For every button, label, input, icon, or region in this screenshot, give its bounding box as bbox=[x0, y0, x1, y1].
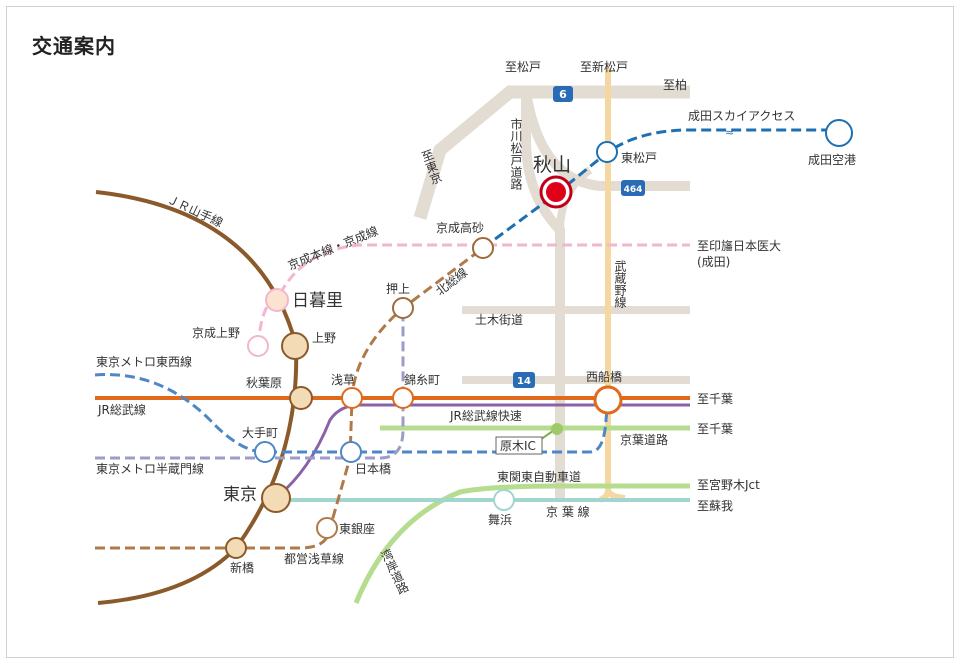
marker-otemachi bbox=[254, 441, 276, 463]
label-nishifunabashi: 西船橋 bbox=[586, 370, 622, 384]
marker-akiyama bbox=[546, 182, 566, 202]
route-14-shield: 14 bbox=[513, 372, 535, 388]
label-keisei-takasago: 京成高砂 bbox=[436, 220, 484, 235]
label-tokyo: 東京 bbox=[223, 485, 257, 505]
label-oshiage: 押上 bbox=[386, 282, 410, 296]
label-akihabara: 秋葉原 bbox=[246, 376, 282, 390]
label-tokiwa-kaido: 土木街道 bbox=[475, 313, 523, 327]
label-keisei-main: 京成本線・京成線 bbox=[286, 223, 381, 273]
baraki-ic-box bbox=[495, 436, 543, 455]
label-ichikawa-matsudo: 市川松戸道路 bbox=[509, 117, 523, 191]
label-asakusa-line: 都営浅草線 bbox=[284, 551, 344, 566]
marker-ueno bbox=[281, 332, 309, 360]
label-nihonbashi: 日本橋 bbox=[355, 462, 391, 476]
label-keisei-ueno: 京成上野 bbox=[192, 326, 240, 340]
label-to-soga: 至蘇我 bbox=[697, 499, 733, 513]
yamanote-line bbox=[95, 190, 299, 605]
label-to-chiba-2: 至千葉 bbox=[697, 422, 733, 436]
label-kinshicho: 錦糸町 bbox=[404, 372, 440, 387]
marker-oshiage bbox=[392, 297, 414, 319]
marker-narita-airport bbox=[825, 119, 853, 147]
marker-baraki-ic bbox=[551, 423, 563, 435]
label-higashi-matsudo: 東松戸 bbox=[621, 151, 657, 165]
marker-shinbashi bbox=[225, 537, 247, 559]
label-keiyo-doro: 京葉道路 bbox=[620, 432, 668, 447]
label-sobu: JR総武線 bbox=[97, 402, 146, 417]
label-wangan: 湾岸道路 bbox=[377, 546, 411, 597]
wave-icon: ≈ bbox=[725, 126, 734, 139]
label-to-chiba-1: 至千葉 bbox=[697, 392, 733, 406]
label-to-shin-matsudo: 至新松戸 bbox=[580, 59, 628, 74]
label-akiyama: 秋山 bbox=[533, 154, 571, 176]
label-ueno: 上野 bbox=[312, 331, 336, 345]
label-narita-airport: 成田空港 bbox=[808, 153, 856, 167]
label-higashi-ginza: 東銀座 bbox=[339, 521, 375, 536]
label-to-kashiwa: 至柏 bbox=[663, 77, 687, 92]
label-otemachi: 大手町 bbox=[242, 426, 278, 440]
label-musashino: 武蔵野線 bbox=[613, 260, 627, 308]
marker-maihama bbox=[493, 489, 515, 511]
label-to-inba-sub: (成田) bbox=[697, 255, 730, 269]
marker-tokyo bbox=[261, 483, 291, 513]
label-shinbashi: 新橋 bbox=[230, 560, 254, 575]
label-keiyo: 京 葉 線 bbox=[546, 504, 590, 519]
label-sky-access: 成田スカイアクセス bbox=[688, 109, 795, 123]
route-464-label: 464 bbox=[624, 185, 643, 195]
road-east-branch bbox=[521, 91, 690, 191]
label-baraki-ic: 原木IC bbox=[500, 439, 536, 453]
label-sobu-rapid: JR総武線快速 bbox=[449, 408, 522, 423]
labels: 秋山 東松戸 成田空港 成田スカイアクセス 京成高砂 押上 日暮里 京成上野 上… bbox=[96, 59, 856, 597]
road-to-tokyo bbox=[413, 85, 690, 220]
tozai-line bbox=[94, 373, 610, 454]
marker-nishifunabashi bbox=[593, 385, 623, 415]
label-nippori: 日暮里 bbox=[292, 291, 343, 311]
roads bbox=[413, 85, 690, 500]
label-to-miyanogi: 至宮野木Jct bbox=[697, 477, 760, 492]
marker-kinshicho bbox=[392, 387, 414, 409]
label-hanzomon: 東京メトロ半蔵門線 bbox=[96, 461, 204, 476]
marker-nihonbashi bbox=[340, 441, 362, 463]
label-to-matsudo: 至松戸 bbox=[505, 60, 541, 74]
route-464-shield: 464 bbox=[621, 180, 645, 196]
label-maihama: 舞浜 bbox=[488, 513, 512, 527]
marker-nippori bbox=[265, 288, 289, 312]
station-markers bbox=[225, 119, 853, 559]
marker-asakusa bbox=[341, 387, 363, 409]
label-to-inba: 至印旛日本医大 bbox=[697, 238, 781, 253]
hanzomon-line bbox=[95, 310, 405, 460]
marker-keisei-takasago bbox=[472, 237, 494, 259]
page-title: 交通案内 bbox=[32, 34, 116, 58]
label-asakusa: 浅草 bbox=[331, 373, 355, 387]
label-tozai: 東京メトロ東西線 bbox=[96, 354, 192, 369]
route-6-shield: 6 bbox=[553, 86, 573, 102]
marker-akihabara bbox=[289, 386, 313, 410]
wangan-road bbox=[353, 483, 690, 604]
marker-keisei-ueno bbox=[247, 335, 269, 357]
route-14-label: 14 bbox=[517, 376, 531, 387]
route-6-label: 6 bbox=[559, 88, 567, 101]
marker-higashi-matsudo bbox=[596, 141, 618, 163]
label-higashi-kanto: 東関東自動車道 bbox=[497, 470, 581, 484]
marker-higashi-ginza bbox=[316, 517, 338, 539]
